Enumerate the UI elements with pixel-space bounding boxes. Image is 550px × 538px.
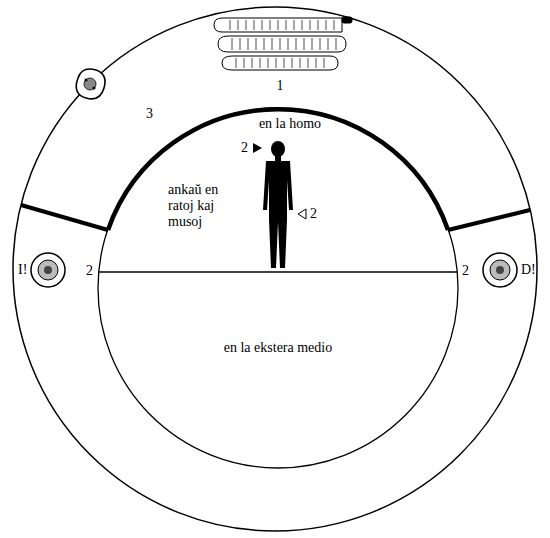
callout-number: 2: [310, 206, 317, 222]
cysticercoid-drawing: [76, 69, 105, 99]
callout-number: 2: [241, 140, 248, 156]
human-figure: [263, 141, 293, 268]
callout-number: 3: [146, 106, 153, 122]
inner-circle: [98, 108, 458, 468]
separator-line: [21, 205, 108, 230]
tapeworm-segments: [230, 20, 336, 68]
tapeworm-drawing: [214, 17, 352, 70]
region-label: en la ekstera medio: [224, 340, 332, 356]
pointer-arrow: [298, 209, 306, 219]
separator-line: [448, 210, 530, 230]
stage-label: D!: [521, 262, 536, 278]
callout-number: 2: [462, 263, 469, 279]
region-label: en la homo: [259, 116, 321, 132]
region-label: ankaŭ en ratoj kaj musoj: [168, 182, 246, 230]
callout-number: 2: [86, 263, 93, 279]
pointer-arrow: [253, 143, 262, 153]
outer-circle: [13, 7, 537, 531]
ground-line: [99, 271, 457, 272]
stage-label: I!: [18, 262, 27, 278]
callout-number: 1: [277, 78, 284, 94]
